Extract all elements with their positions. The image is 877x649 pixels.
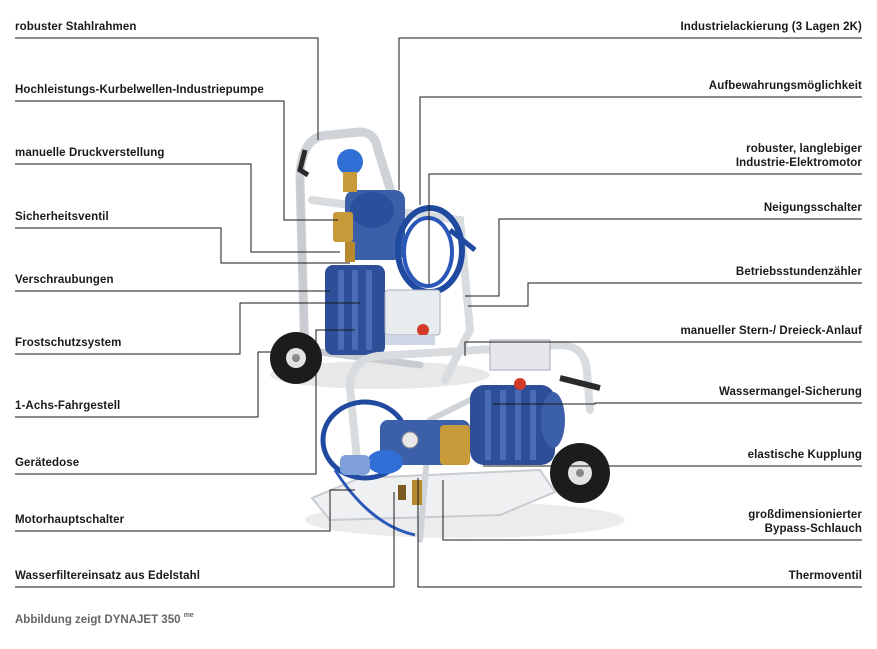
label-elastische-kupplung: elastische Kupplung (747, 449, 862, 461)
label-neigungsschalter: Neigungsschalter (763, 202, 862, 214)
figure-caption: Abbildung zeigt DYNAJET 350 me (15, 612, 194, 626)
label-elektromotor: robuster, langlebiger Industrie-Elektrom… (735, 143, 862, 169)
label-frostschutzsystem: Frostschutzsystem (15, 337, 122, 349)
label-wasserfiltereinsatz: Wasserfiltereinsatz aus Edelstahl (15, 570, 201, 582)
label-fahrgestell: 1-Achs-Fahrgestell (15, 400, 121, 412)
label-verschraubungen: Verschraubungen (15, 274, 114, 286)
label-motorhauptschalter: Motorhauptschalter (15, 514, 125, 526)
label-stern-dreieck-anlauf: manueller Stern-/ Dreieck-Anlauf (680, 325, 862, 337)
label-wassermangel-sicherung: Wassermangel-Sicherung (718, 386, 862, 398)
label-aufbewahrung: Aufbewahrungsmöglichkeit (708, 80, 862, 92)
label-thermoventil: Thermoventil (788, 570, 862, 582)
label-geraetedose: Gerätedose (15, 457, 80, 469)
caption-text: Abbildung zeigt DYNAJET 350 (15, 613, 181, 626)
label-druckverstellung: manuelle Druckverstellung (15, 147, 165, 159)
label-kurbelwellen-pumpe: Hochleistungs-Kurbelwellen-Industriepump… (15, 84, 264, 96)
label-betriebsstundenzaehler: Betriebsstundenzähler (735, 266, 862, 278)
caption-superscript: me (183, 612, 194, 619)
label-industrielackierung: Industrielackierung (3 Lagen 2K) (680, 21, 862, 33)
label-robuster-stahlrahmen: robuster Stahlrahmen (15, 21, 137, 33)
label-sicherheitsventil: Sicherheitsventil (15, 211, 109, 223)
label-bypass-schlauch: großdimensionierter Bypass-Schlauch (748, 509, 862, 535)
